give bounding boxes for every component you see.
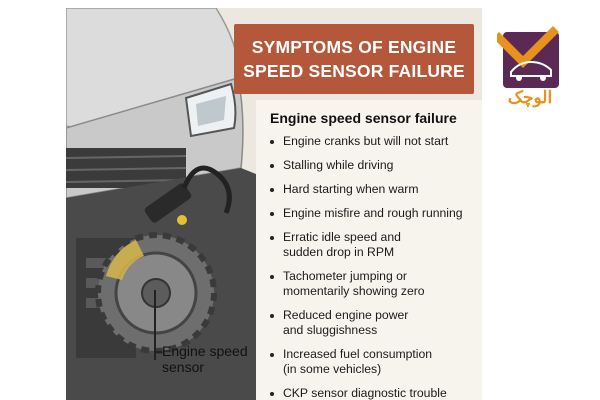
symptoms-card: Engine speed sensor failure Engine crank…: [256, 100, 482, 400]
alochak-logo-icon: [497, 26, 559, 88]
list-item: Tachometer jumping or momentarily showin…: [270, 269, 472, 299]
bullet-icon: [270, 275, 274, 279]
list-item: Reduced engine power and sluggishness: [270, 308, 472, 338]
bullet-icon: [270, 392, 274, 396]
list-item: Stalling while driving: [270, 158, 472, 173]
car-engine-drawing: [66, 8, 266, 400]
bullet-icon: [270, 212, 274, 216]
logo-text: الوچک: [507, 88, 553, 107]
bullet-icon: [270, 353, 274, 357]
list-item: Hard starting when warm: [270, 182, 472, 197]
list-item: Increased fuel consumption (in some vehi…: [270, 347, 472, 377]
callout-leader-tick: [154, 351, 162, 353]
bullet-icon: [270, 236, 274, 240]
bullet-icon: [270, 188, 274, 192]
title-line-1: SYMPTOMS OF ENGINE: [251, 37, 457, 57]
callout-leader-line: [154, 290, 156, 360]
list-item: Erratic idle speed and sudden drop in RP…: [270, 230, 472, 260]
bullet-icon: [270, 140, 274, 144]
symptoms-list: Engine cranks but will not start Stallin…: [270, 134, 472, 400]
bullet-icon: [270, 314, 274, 318]
list-item: Engine misfire and rough running: [270, 206, 472, 221]
list-item: CKP sensor diagnostic trouble: [270, 386, 472, 400]
title-line-2: SPEED SENSOR FAILURE: [243, 61, 465, 81]
list-item: Engine cranks but will not start: [270, 134, 472, 149]
card-heading: Engine speed sensor failure: [270, 110, 457, 126]
title-banner: SYMPTOMS OF ENGINE SPEED SENSOR FAILURE: [234, 24, 474, 94]
sensor-callout-label: Engine speed sensor: [162, 343, 248, 375]
bullet-icon: [270, 164, 274, 168]
